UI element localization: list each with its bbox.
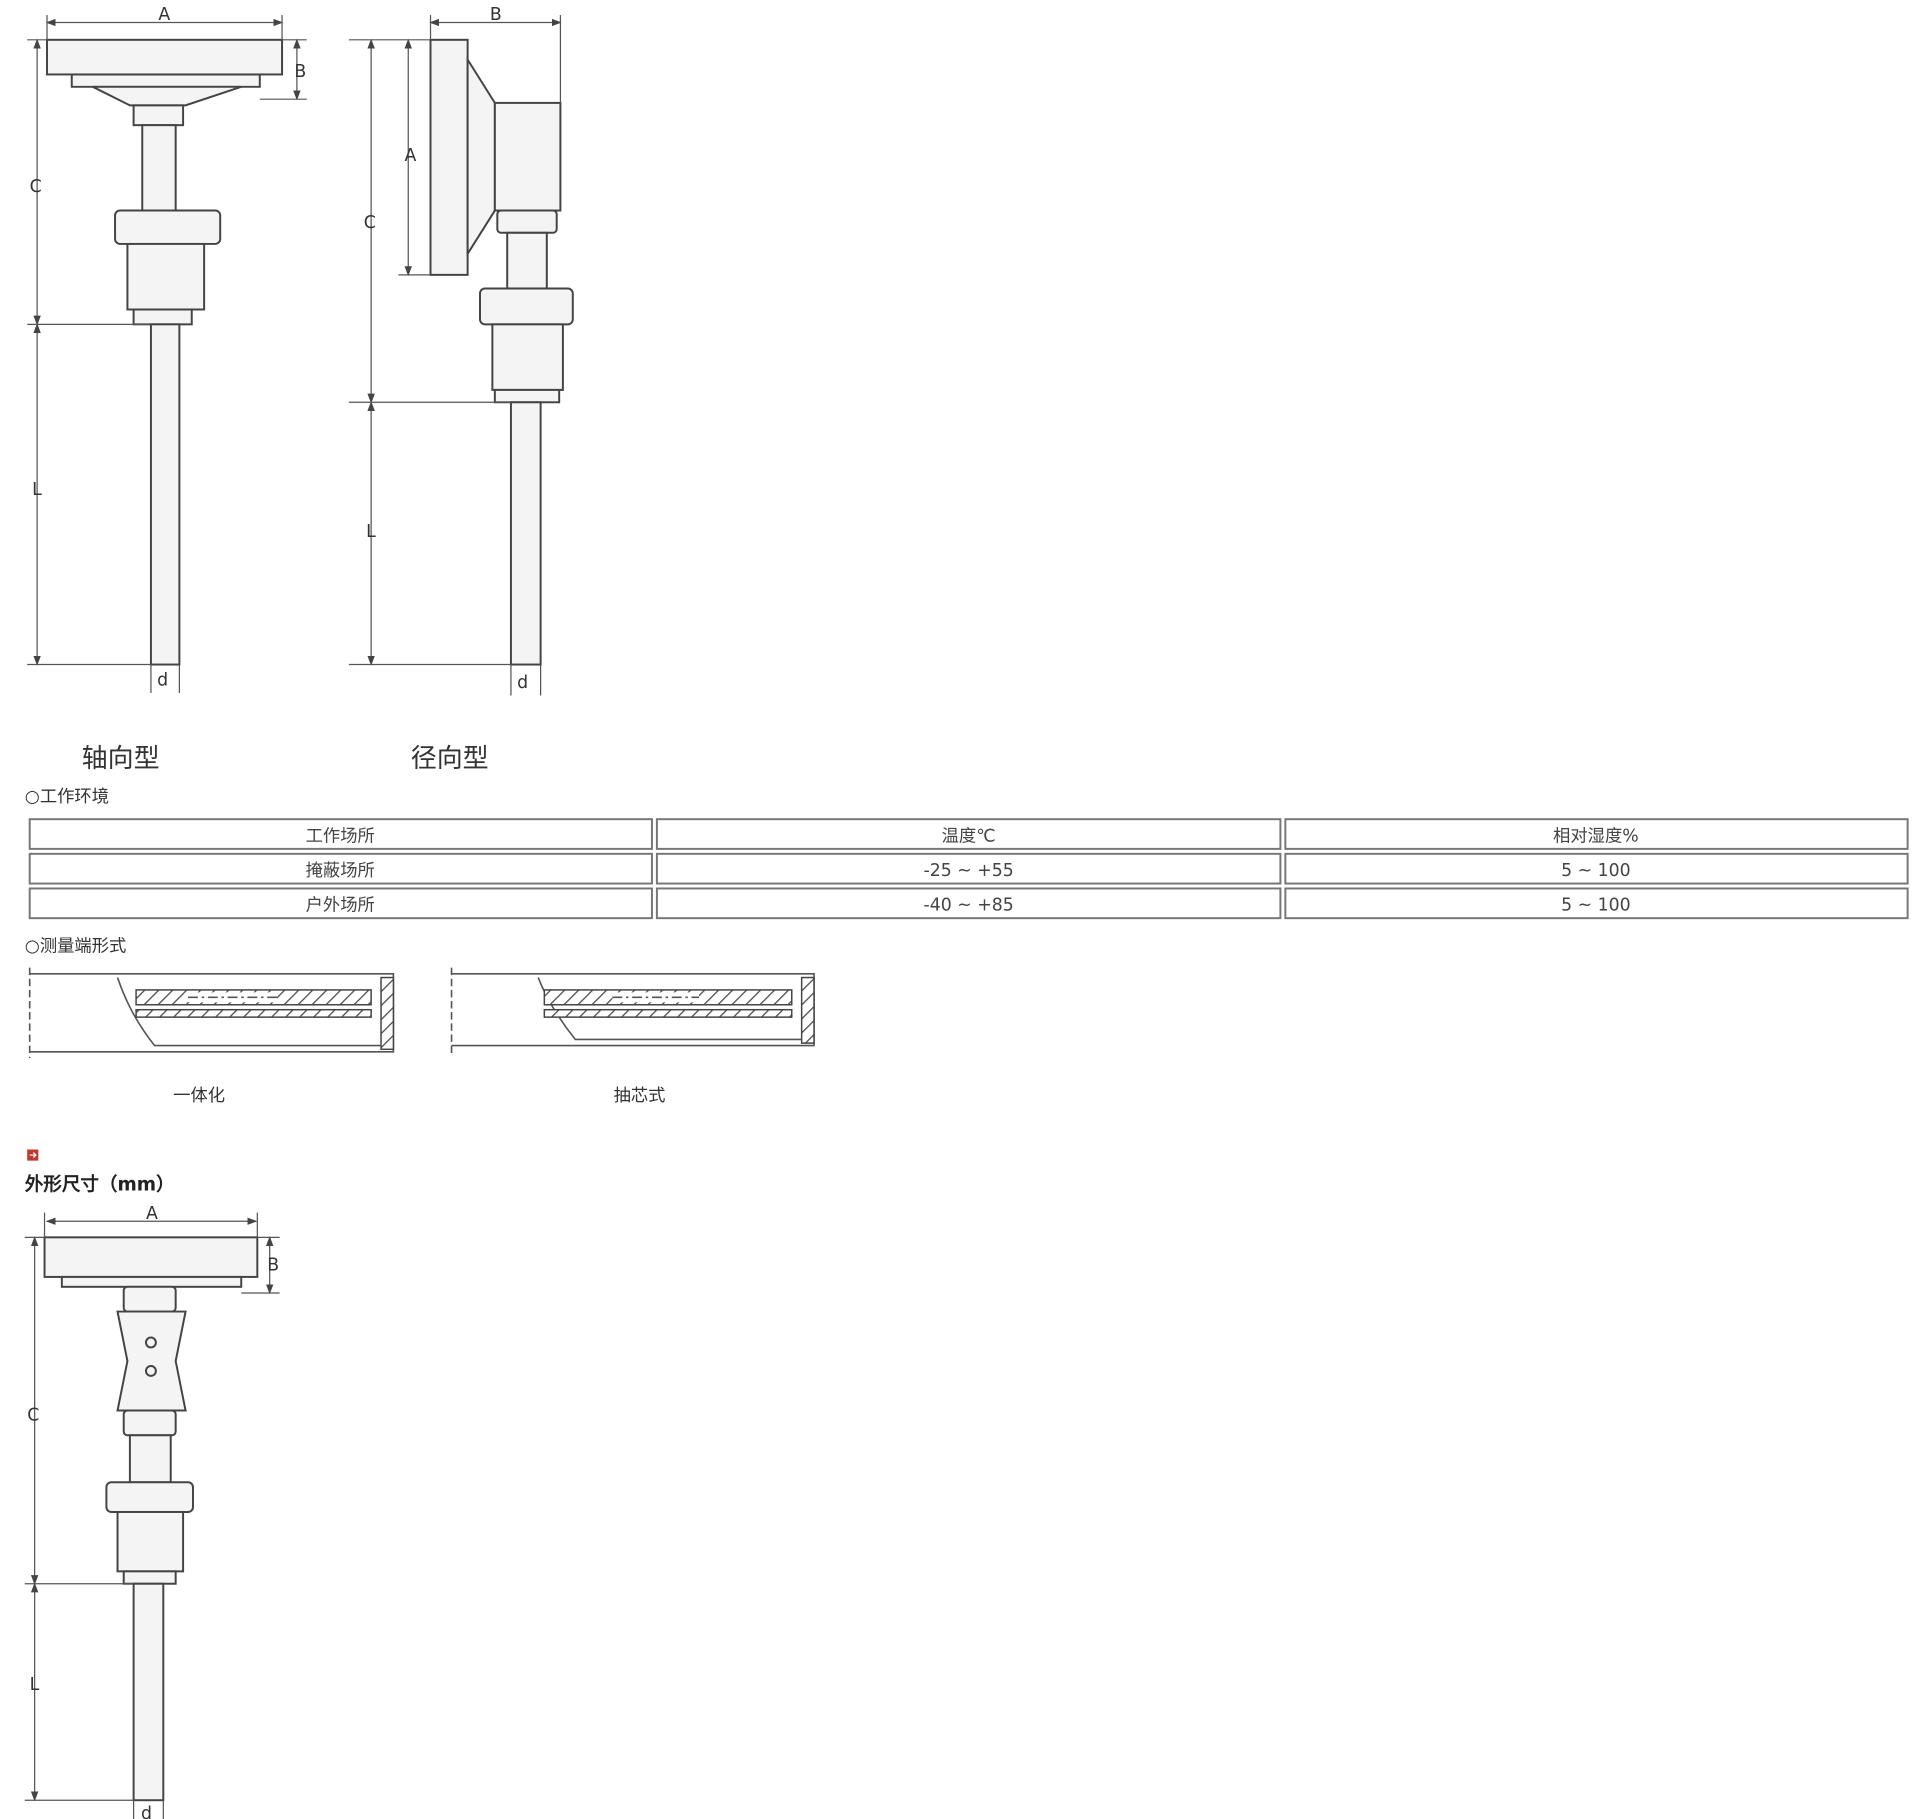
dim-label-c: C bbox=[364, 213, 376, 233]
table-header-row: 工作场所 温度℃ 相对湿度% bbox=[28, 818, 1909, 850]
table-cell: 5 ~ 100 bbox=[1561, 896, 1631, 916]
dim-label-b: B bbox=[490, 5, 502, 25]
environment-table: 工作场所 温度℃ 相对湿度% 掩蔽场所 -25 ~ +55 5 ~ 100 户外… bbox=[28, 818, 1909, 920]
swivel-thermometer-drawing: A B C L d bbox=[24, 1204, 280, 1819]
dim-label-d: d bbox=[157, 671, 168, 691]
dim-label-l: L bbox=[30, 1675, 40, 1695]
radial-thermometer-drawing: B A C L d 径向型 bbox=[348, 5, 574, 774]
dim-label-a: A bbox=[146, 1204, 158, 1224]
table-cell: -40 ~ +85 bbox=[924, 896, 1014, 916]
dim-label-c: C bbox=[30, 177, 42, 197]
environment-heading: ○工作环境 bbox=[25, 787, 109, 807]
dim-label-d: d bbox=[517, 673, 528, 693]
table-cell: 5 ~ 100 bbox=[1561, 861, 1631, 881]
dim-label-d: d bbox=[141, 1804, 152, 1819]
probe-types-heading: ○测量端形式 bbox=[25, 937, 127, 957]
dim-label-l: L bbox=[366, 522, 376, 542]
table-cell: 户外场所 bbox=[306, 896, 375, 916]
probe-removable-drawing bbox=[450, 967, 815, 1055]
table-cell: -25 ~ +55 bbox=[924, 861, 1014, 881]
dim-label-a: A bbox=[158, 5, 170, 25]
table-header-cell: 相对湿度% bbox=[1553, 826, 1639, 846]
dim-label-b: B bbox=[294, 62, 306, 82]
axial-caption: 轴向型 bbox=[82, 744, 160, 774]
dim-label-c: C bbox=[27, 1405, 39, 1425]
dim-label-l: L bbox=[32, 480, 42, 500]
probe-type-label: 一体化 bbox=[173, 1086, 225, 1106]
dim-label-a: A bbox=[405, 146, 417, 166]
probe-type-label: 抽芯式 bbox=[614, 1086, 666, 1106]
dimensions-heading: 外形尺寸（mm） bbox=[25, 1173, 175, 1195]
table-header-cell: 工作场所 bbox=[306, 826, 375, 846]
red-arrow-icon bbox=[27, 1149, 39, 1161]
probe-integrated-drawing bbox=[28, 967, 395, 1058]
table-row: 户外场所 -40 ~ +85 5 ~ 100 bbox=[28, 887, 1909, 920]
table-header-cell: 温度℃ bbox=[942, 826, 996, 846]
axial-thermometer-drawing: A B C L d 轴向型 bbox=[27, 5, 307, 774]
dim-label-b: B bbox=[267, 1256, 279, 1276]
table-row: 掩蔽场所 -25 ~ +55 5 ~ 100 bbox=[28, 852, 1909, 885]
table-cell: 掩蔽场所 bbox=[306, 861, 375, 881]
radial-caption: 径向型 bbox=[411, 744, 489, 774]
dimension-lines bbox=[27, 15, 307, 694]
